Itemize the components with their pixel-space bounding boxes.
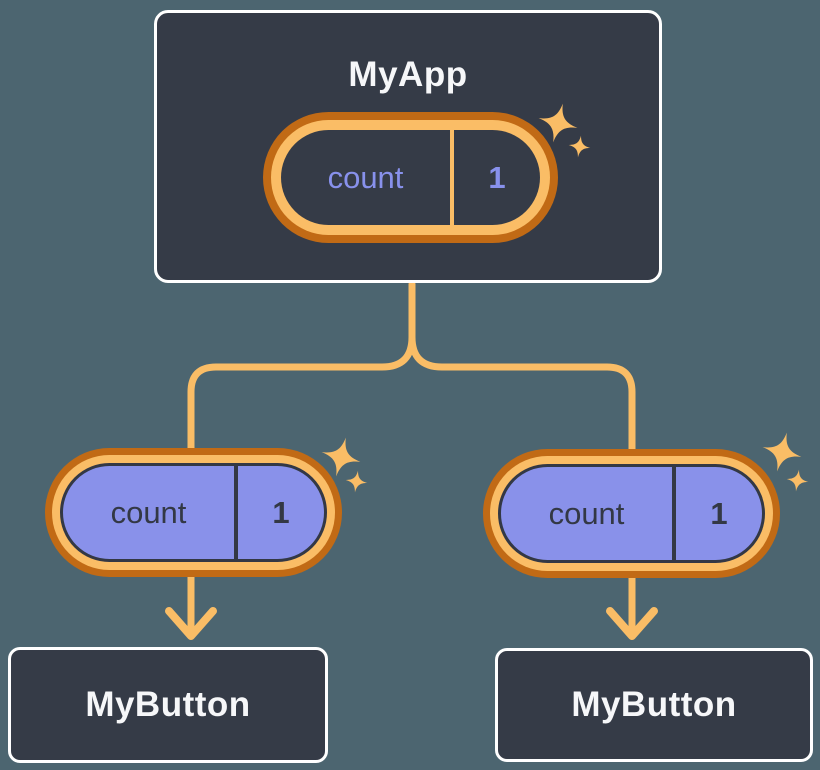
mybutton-node-2-title: MyButton [571,685,737,724]
prop-key-label: count [548,495,625,531]
state-pill-body: count 1 [281,130,540,225]
prop-value: 1 [272,494,290,530]
sparkle-icon [345,470,368,493]
arrowhead-left-icon [165,607,217,640]
myapp-node-title: MyApp [348,55,468,94]
state-pill-myapp: count 1 [263,112,558,243]
pill-divider [450,130,454,225]
sparkle-icon [786,469,809,492]
sparkle-icon [568,135,591,158]
mybutton-node-1-title: MyButton [85,685,251,724]
prop-pill-ring: count 1 [52,455,335,570]
mybutton-node-2: MyButton [495,648,813,762]
sparkle-icon [538,103,578,143]
prop-pill-ring: count 1 [490,456,773,571]
state-key-label: count [327,159,404,195]
mybutton-node-1: MyButton [8,647,328,763]
state-value: 1 [488,159,506,195]
branch-right-line [408,333,636,635]
sparkle-icon [321,437,361,477]
prop-value: 1 [710,495,728,531]
arrowhead-right-icon [606,607,658,640]
pill-divider [672,467,676,560]
prop-pill-body: count 1 [498,464,765,563]
pill-divider [234,466,238,559]
prop-pill-mybutton-1: count 1 [45,448,342,577]
prop-pill-body: count 1 [60,463,327,562]
prop-pill-mybutton-2: count 1 [483,449,780,578]
state-pill-ring: count 1 [271,120,550,235]
sparkle-icon [762,432,802,472]
prop-key-label: count [110,494,187,530]
